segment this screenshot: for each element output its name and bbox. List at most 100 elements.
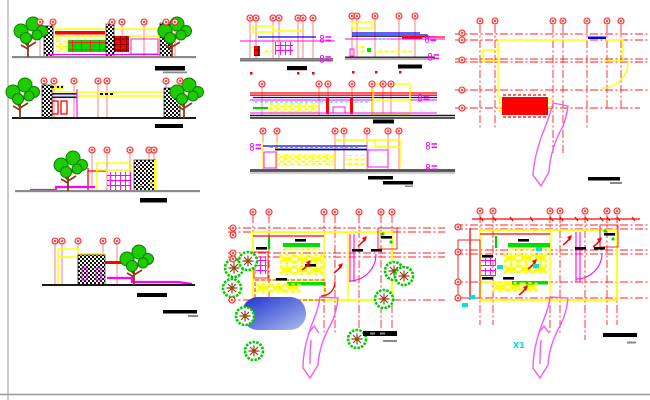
grid-bubble-icon — [363, 127, 371, 135]
scale-bar — [368, 176, 393, 180]
grid-bubble-icon — [603, 17, 611, 25]
door-swing — [348, 253, 377, 282]
grid-bubble-icon — [162, 77, 170, 85]
grid-bubble-icon — [252, 14, 260, 22]
elevation-tree-icon — [5, 77, 41, 119]
cross-section-1-drawing — [240, 14, 335, 75]
grid-bubble-icon — [559, 17, 567, 25]
grid-bubble-icon — [454, 248, 462, 256]
cyan-fixture-icon — [536, 247, 542, 252]
table-chairs-icon — [503, 252, 519, 264]
magenta-dimension-icon — [249, 142, 262, 151]
grid-bubble-icon — [49, 18, 57, 26]
grid-bubbles — [259, 127, 403, 135]
label-bar-icon — [256, 247, 267, 250]
curved-ramp — [532, 296, 569, 380]
scale-bar — [137, 293, 167, 297]
ramp-arrow-icon — [307, 324, 320, 365]
stone-wall — [133, 159, 157, 192]
dimension-strip — [457, 239, 481, 299]
grid-bubble-icon — [275, 14, 283, 22]
left-side-elevation-drawing — [15, 146, 200, 203]
grid-bubble-icon — [162, 18, 170, 26]
grid-bubble-icon — [388, 208, 396, 216]
red-window-grid — [113, 36, 129, 52]
ramp-arrow-icon — [537, 324, 550, 365]
grid-bubble-icon — [228, 296, 236, 304]
grid-bubble-icon — [581, 207, 589, 215]
grid-bubble-icon — [458, 86, 466, 94]
grid-bubble-icon — [379, 80, 387, 88]
curved-ramp — [532, 102, 569, 188]
elevation-tree-icon — [53, 150, 89, 192]
grid-bubble-icon — [454, 223, 462, 231]
grid-bubble-icon — [88, 146, 96, 154]
curved-ramp — [302, 296, 339, 380]
label-bar-icon — [594, 247, 605, 250]
masonry-wall — [278, 154, 335, 166]
magenta-dimension-icon — [425, 141, 438, 150]
grid-bubble-icon — [324, 80, 332, 88]
grid-bubble-icon — [94, 77, 102, 85]
grid-bubble-icon — [103, 146, 111, 154]
grid-bubble-icon — [491, 17, 499, 25]
ground-line — [250, 114, 455, 119]
scale-bar-shadow — [188, 315, 198, 317]
grid-bubble-icon — [58, 237, 66, 245]
grid-bubble-icon — [411, 12, 419, 20]
label-bar-icon — [352, 249, 363, 252]
grid-bubble-icon — [489, 207, 497, 215]
grid-bubble-icon — [229, 255, 237, 263]
grid-bubble-icon — [113, 237, 121, 245]
grid-bubble-icon — [246, 14, 254, 22]
pond — [242, 297, 306, 330]
site-floor-plan-drawing — [221, 208, 445, 380]
grid-bubble-icon — [74, 237, 82, 245]
scale-bar — [163, 310, 197, 314]
scale-bar — [140, 198, 167, 203]
window-slot — [95, 267, 102, 281]
red-band — [55, 31, 105, 35]
grid-bubble-icon — [108, 18, 116, 26]
roof-framing-plan-drawing — [455, 17, 648, 188]
grid-bubble-icon — [458, 36, 466, 44]
grid-bubbles — [246, 14, 317, 22]
grid-bubble-icon — [229, 231, 237, 239]
ground-line — [12, 117, 196, 119]
door-swing — [575, 252, 603, 280]
scale-bar — [588, 177, 620, 181]
grid-bubble-icon — [549, 17, 557, 25]
grid-bubble-icon — [320, 208, 328, 216]
table-chairs-icon — [492, 281, 508, 293]
grid-bubble-icon — [229, 249, 237, 257]
entry-ramp — [30, 185, 95, 192]
plan-tree-icon — [393, 265, 415, 287]
scale-bar — [155, 66, 185, 71]
grid-bubble-icon — [171, 18, 179, 26]
grid-bubble-icon — [355, 208, 363, 216]
grid-bubble-icon — [353, 12, 361, 20]
counter — [508, 243, 550, 248]
grid-bubble-icon — [395, 127, 403, 135]
grid-bubble-icon — [309, 14, 317, 22]
table-chairs-icon — [507, 281, 523, 293]
building-outline — [57, 248, 79, 286]
magenta-screen — [107, 172, 131, 190]
grid-bubble-icon — [331, 208, 339, 216]
counter — [283, 243, 320, 247]
grid-bubble-icon — [118, 18, 126, 26]
scale-bar — [287, 66, 307, 71]
scale-bar — [603, 333, 637, 337]
label-bar-icon — [295, 239, 306, 242]
cross-section-2-drawing — [345, 12, 445, 74]
plan-tree-icon — [237, 250, 259, 272]
counter — [287, 282, 325, 286]
grid-bubble-icon — [348, 80, 356, 88]
label-bar-icon — [371, 249, 382, 252]
masonry-wall — [270, 103, 317, 114]
entry-arrows — [301, 235, 368, 274]
longitudinal-section-lower-drawing — [249, 127, 455, 187]
ground-line — [15, 190, 200, 193]
table-chairs-icon — [518, 252, 534, 264]
